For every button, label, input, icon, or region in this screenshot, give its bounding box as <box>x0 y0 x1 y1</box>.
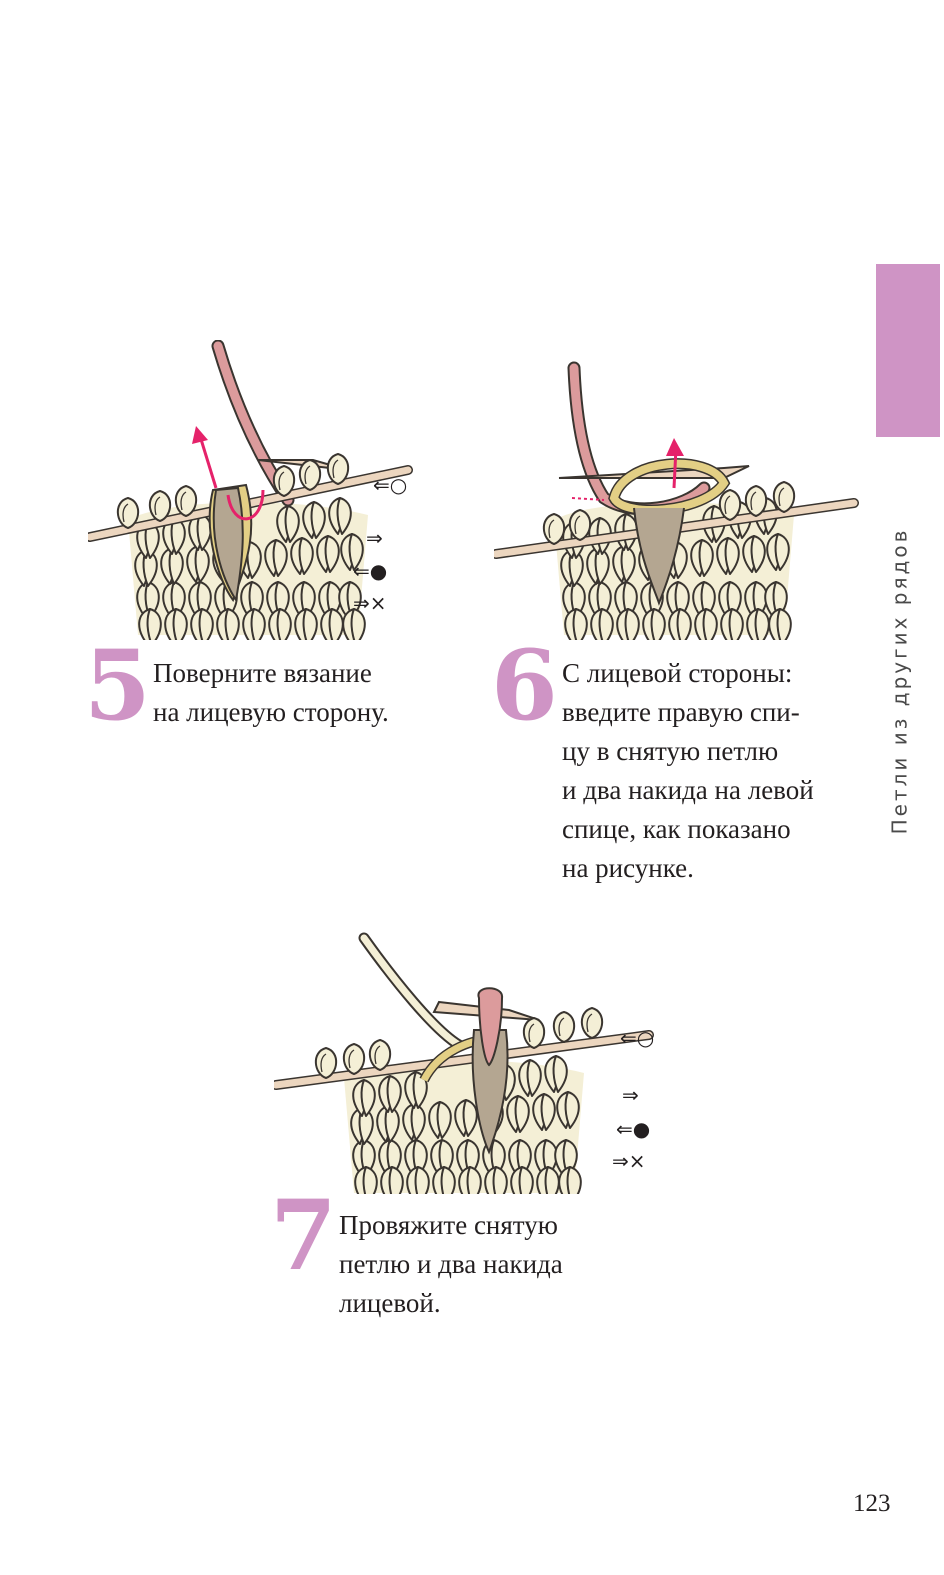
section-tab <box>876 264 940 437</box>
step-5-illustration: ⇐○ ⇒ ⇐● ⇒× <box>88 340 413 640</box>
step-5-number: 5 <box>84 629 151 742</box>
step-6-text: С лицевой стороны: введите правую спи- ц… <box>562 658 814 883</box>
section-title: Петли из других рядов <box>887 527 912 835</box>
step-7-illustration: ⇐○ ⇒ ⇐● ⇒× <box>274 932 654 1194</box>
svg-text:⇒: ⇒ <box>622 1083 639 1107</box>
svg-text:⇐○: ⇐○ <box>620 1026 654 1050</box>
page-number: 123 <box>853 1490 891 1517</box>
svg-text:⇐○: ⇐○ <box>373 473 407 497</box>
svg-text:⇒×: ⇒× <box>353 591 387 615</box>
svg-text:⇒×: ⇒× <box>612 1149 646 1173</box>
row-legend: ⇐○ ⇒ ⇐● ⇒× <box>612 1026 654 1173</box>
svg-text:⇐●: ⇐● <box>616 1117 650 1141</box>
step-7-number: 7 <box>270 1179 337 1292</box>
svg-text:⇐●: ⇐● <box>353 559 387 583</box>
step-5-text: Поверните вязание на лицевую сторону. <box>153 658 389 727</box>
row-legend: ⇐○ ⇒ ⇐● ⇒× <box>353 473 407 615</box>
step-7-text: Провяжите снятую петлю и два накида лице… <box>339 1210 563 1318</box>
step-6-illustration <box>494 361 859 640</box>
svg-text:⇒: ⇒ <box>366 526 383 550</box>
step-6-number: 6 <box>491 629 558 742</box>
